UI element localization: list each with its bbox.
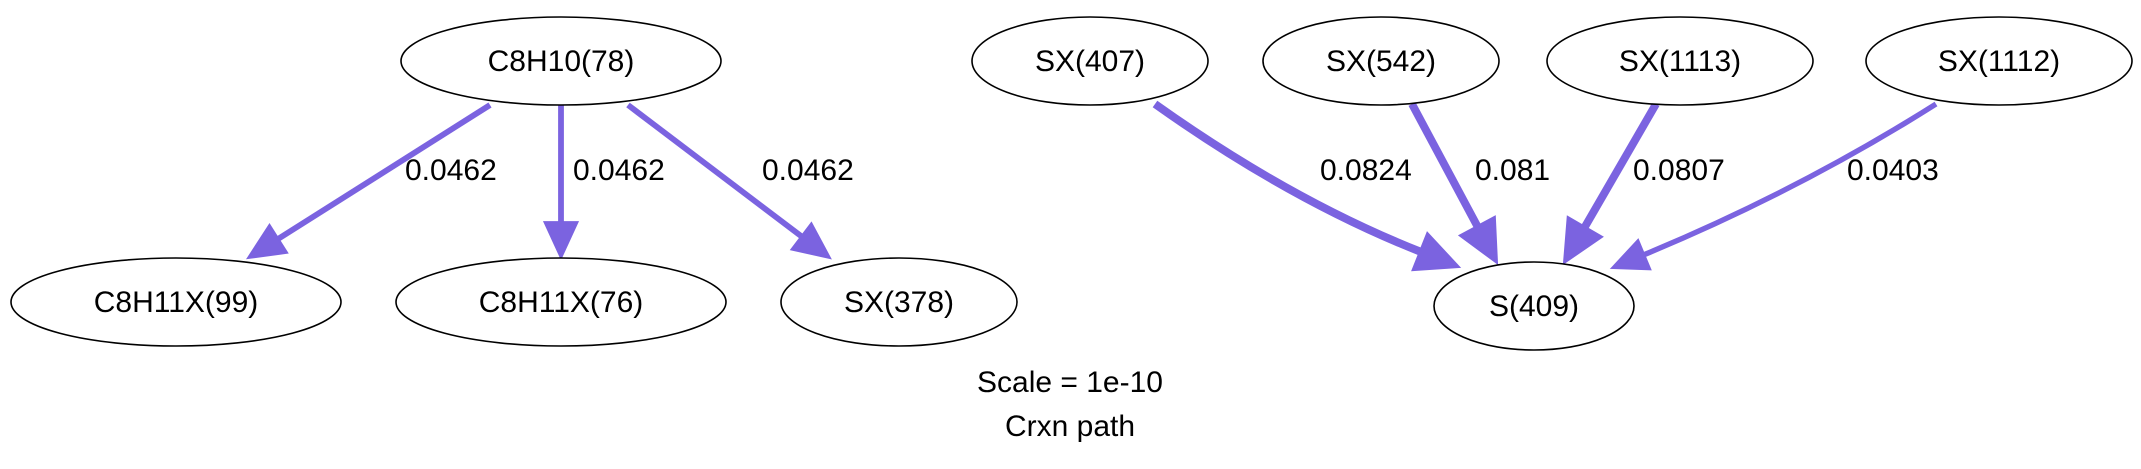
node-label: SX(407)	[1035, 45, 1145, 78]
node-label: C8H11X(76)	[479, 286, 644, 319]
nodes-layer: C8H10(78) C8H11X(99) C8H11X(76) SX(378) SX(4…	[10, 16, 2133, 351]
node-ellipse	[10, 257, 342, 347]
edge-line	[276, 102, 492, 242]
edge-sx_542-to-s_409: 0.081	[1408, 102, 1550, 266]
edge-flux-label: 0.0462	[405, 154, 497, 187]
node-label: SX(1112)	[1938, 45, 2060, 78]
edge-sx_407-to-s_409: 0.0824	[1152, 100, 1462, 272]
node-ellipse	[971, 16, 1209, 106]
node-ellipse	[780, 257, 1018, 347]
edge-line	[1643, 101, 1938, 258]
arrowhead-icon	[542, 221, 580, 261]
edge-line	[1408, 102, 1481, 229]
edge-flux-label: 0.0824	[1320, 154, 1412, 187]
node-sx_378: SX(378)	[780, 257, 1018, 347]
arrowhead-icon	[1562, 215, 1604, 266]
edge-flux-label: 0.0462	[762, 154, 854, 187]
edge-c8h10_78-to-c8h11x_99: 0.0462	[245, 102, 497, 260]
edge-flux-label: 0.0462	[573, 154, 665, 187]
node-label: C8H11X(99)	[94, 286, 259, 319]
node-sx_407: SX(407)	[971, 16, 1209, 106]
arrowhead-icon	[245, 223, 289, 260]
edge-sx_1112-to-s_409: 0.0403	[1609, 101, 1939, 271]
edge-flux-label: 0.081	[1475, 154, 1550, 187]
arrowhead-icon	[789, 221, 832, 260]
node-label: SX(1113)	[1619, 45, 1741, 78]
scale-caption: Scale = 1e-10	[977, 366, 1163, 399]
node-sx_1112: SX(1112)	[1865, 16, 2133, 106]
node-s_409: S(409)	[1433, 261, 1635, 351]
node-ellipse	[1865, 16, 2133, 106]
node-ellipse	[1546, 16, 1814, 106]
node-sx_1113: SX(1113)	[1546, 16, 1814, 106]
node-ellipse	[1262, 16, 1500, 106]
edge-c8h10_78-to-sx_378: 0.0462	[626, 102, 854, 260]
node-label: SX(378)	[844, 286, 954, 319]
node-sx_542: SX(542)	[1262, 16, 1500, 106]
edge-line	[1581, 102, 1660, 229]
edges-layer: 0.0462 0.0462 0.0462 0.0824 0.081 0.0807 0.040…	[245, 100, 1939, 272]
node-c8h11x_99: C8H11X(99)	[10, 257, 342, 347]
edge-line	[626, 102, 804, 239]
edge-c8h10_78-to-c8h11x_76: 0.0462	[542, 105, 665, 261]
diagram-title: Crxn path	[1005, 410, 1135, 443]
node-label: S(409)	[1489, 290, 1579, 323]
node-c8h10_78: C8H10(78)	[400, 16, 722, 106]
edge-flux-label: 0.0807	[1633, 154, 1725, 187]
node-label: SX(542)	[1326, 45, 1436, 78]
node-ellipse	[395, 257, 727, 347]
edge-flux-label: 0.0403	[1847, 154, 1939, 187]
caption: Scale = 1e-10 Crxn path	[977, 366, 1163, 443]
node-c8h11x_76: C8H11X(76)	[395, 257, 727, 347]
arrowhead-icon	[1411, 231, 1462, 272]
node-ellipse	[1433, 261, 1635, 351]
arrowhead-icon	[1457, 215, 1499, 266]
node-label: C8H10(78)	[488, 45, 635, 78]
arrowhead-icon	[1609, 238, 1652, 271]
node-ellipse	[400, 16, 722, 106]
edge-sx_1113-to-s_409: 0.0807	[1562, 102, 1725, 266]
edge-line	[1152, 100, 1422, 256]
